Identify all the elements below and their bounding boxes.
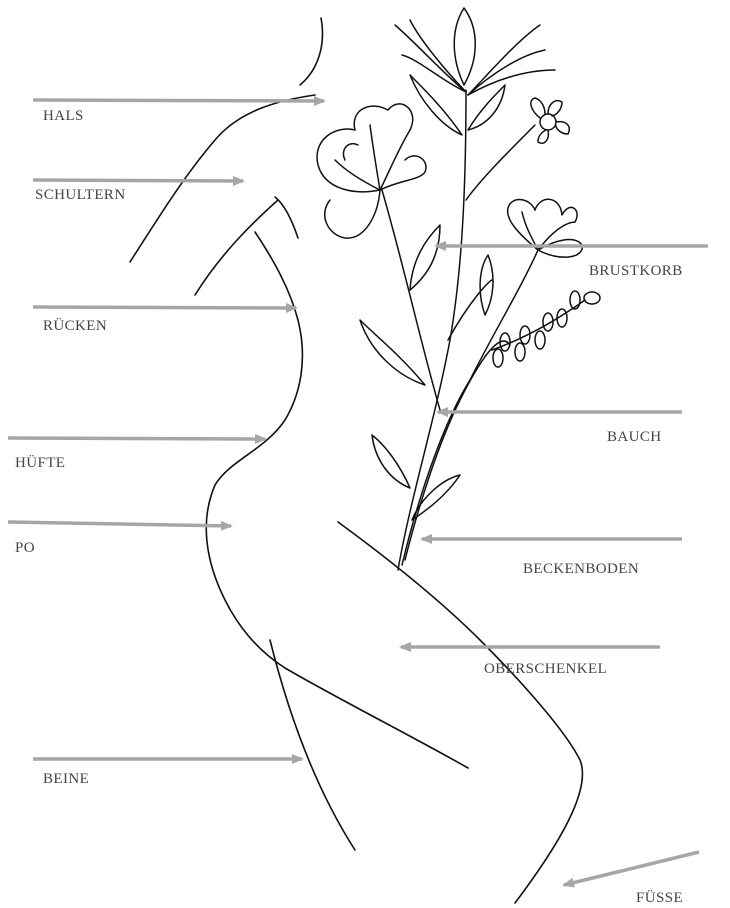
floral-branch-icon: [317, 8, 600, 570]
arrow-ruecken: [33, 307, 296, 308]
label-fuesse: FÜSSE: [636, 890, 683, 907]
label-huefte: HÜFTE: [15, 455, 65, 472]
label-oberschenkel: OBERSCHENKEL: [484, 661, 607, 678]
label-ruecken: RÜCKEN: [43, 318, 107, 335]
label-brustkorb: BRUSTKORB: [589, 263, 683, 280]
arrow-schultern: [33, 180, 243, 181]
arrow-huefte: [8, 438, 265, 439]
annotation-arrows: [8, 100, 708, 885]
label-schultern: SCHULTERN: [35, 187, 126, 204]
label-beckenboden: BECKENBODEN: [523, 561, 639, 578]
label-po: PO: [15, 540, 35, 557]
label-bauch: BAUCH: [607, 429, 662, 446]
female-body-outline-icon: [130, 18, 582, 903]
arrow-hals: [33, 100, 324, 101]
arrow-fuesse: [564, 852, 699, 885]
label-hals: HALS: [43, 108, 84, 125]
label-beine: BEINE: [43, 771, 89, 788]
arrow-po: [8, 522, 231, 526]
